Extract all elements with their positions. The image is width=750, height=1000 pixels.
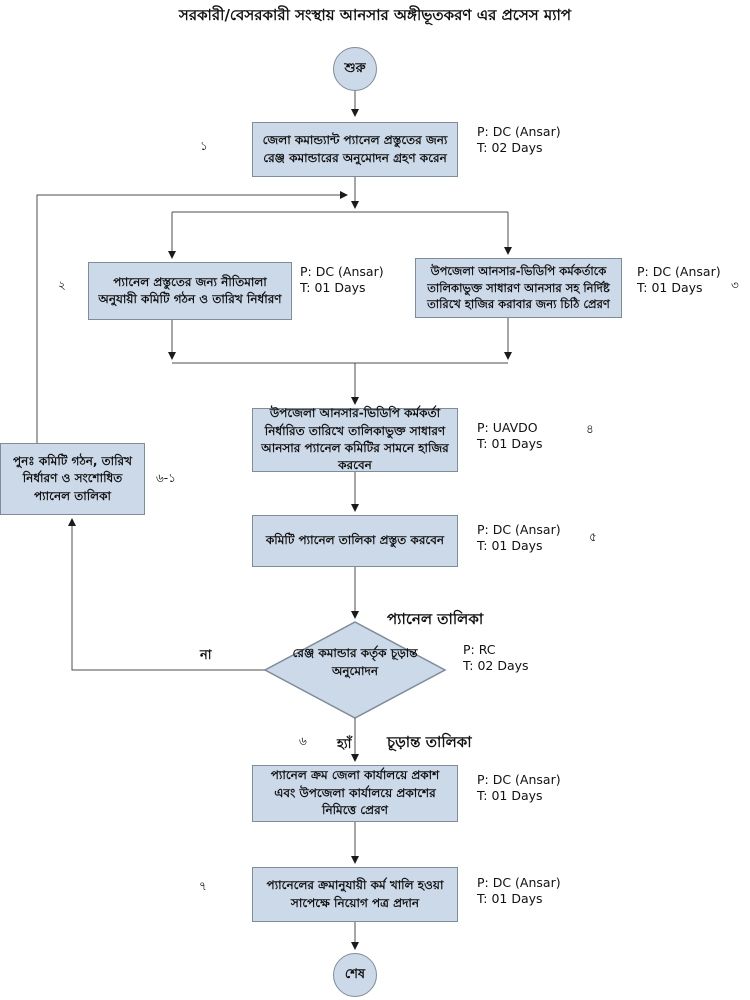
step6-box: প্যানেল ক্রম জেলা কার্যালয়ে প্রকাশ এবং … [252,765,458,822]
step5-annotation: P: DC (Ansar) T: 01 Days [477,522,561,553]
step4-annotation: P: UAVDO T: 01 Days [477,420,543,451]
step5-time: T: 01 Days [477,537,543,553]
step5-process-owner: P: DC (Ansar) [477,522,561,537]
step1-number: ১ [200,139,208,153]
page-title: সরকারী/বেসরকারী সংস্থায় আনসার অঙ্গীভূতক… [178,6,572,24]
step6-annotation: P: DC (Ansar) T: 01 Days [477,772,561,803]
step4-time: T: 01 Days [477,435,543,451]
step2-process-owner: P: DC (Ansar) [300,264,384,279]
step7-process-owner: P: DC (Ansar) [477,875,561,890]
edge-rework-feedback [36,191,348,443]
step7-annotation: P: DC (Ansar) T: 01 Days [477,875,561,906]
step1-time: T: 02 Days [477,139,543,155]
step4-box: উপজেলা আনসার-ভিডিপি কর্মকর্তা নির্ধারিত … [252,406,458,472]
start-node: শুরু [333,47,377,91]
step6-time: T: 01 Days [477,787,543,803]
step7-time: T: 01 Days [477,890,543,906]
step2-number: ২ [58,278,66,292]
final-list-label: চূড়ান্ত তালিকা [387,733,472,751]
step7-number: ৭ [199,879,207,893]
step3-annotation: P: DC (Ansar) T: 01 Days [637,264,721,295]
decision-process-owner: P: RC [463,642,496,657]
decision-no-label: না [200,648,212,663]
step2-annotation: P: DC (Ansar) T: 01 Days [300,264,384,295]
step3-time: T: 01 Days [637,279,703,295]
rework-number: ৬-১ [156,471,176,485]
step1-process-owner: P: DC (Ansar) [477,124,561,139]
step7-box: প্যানেলের ক্রমানুযায়ী কর্ম খালি হওয়া স… [252,867,458,922]
decision-time: T: 02 Days [463,657,529,673]
step1-box: জেলা কমান্ড্যান্ট প্যানেল প্রস্তুতের জন্… [252,122,458,177]
step6-process-owner: P: DC (Ansar) [477,772,561,787]
step5-number: ৫ [589,530,597,544]
step4-process-owner: P: UAVDO [477,420,538,435]
step3-process-owner: P: DC (Ansar) [637,264,721,279]
decision-annotation: P: RC T: 02 Days [463,642,529,673]
rework-box: পুনঃ কমিটি গঠন, তারিখ নির্ধারণ ও সংশোধিত… [0,443,145,515]
step3-box: উপজেলা আনসার-ভিডিপি কর্মকর্তাকে তালিকাভু… [415,258,622,318]
step2-time: T: 01 Days [300,279,366,295]
step2-box: প্যানেল প্রস্তুতের জন্য নীতিমালা অনুযায়… [88,262,292,320]
decision-yes-label: হ্যাঁ [337,737,352,752]
end-node: শেষ [333,953,377,997]
step5-box: কমিটি প্যানেল তালিকা প্রস্তুত করবেন [252,515,458,567]
decision-number: ৬ [299,734,307,748]
edge-decision-no [68,518,265,671]
step3-number: ৩ [731,278,739,292]
step4-number: ৪ [586,422,594,436]
decision-text: রেঞ্জ কমান্ডার কর্তৃক চূড়ান্ত অনুমোদন [292,646,418,678]
step1-annotation: P: DC (Ansar) T: 02 Days [477,124,561,155]
panel-list-label: প্যানেল তালিকা [387,610,484,628]
